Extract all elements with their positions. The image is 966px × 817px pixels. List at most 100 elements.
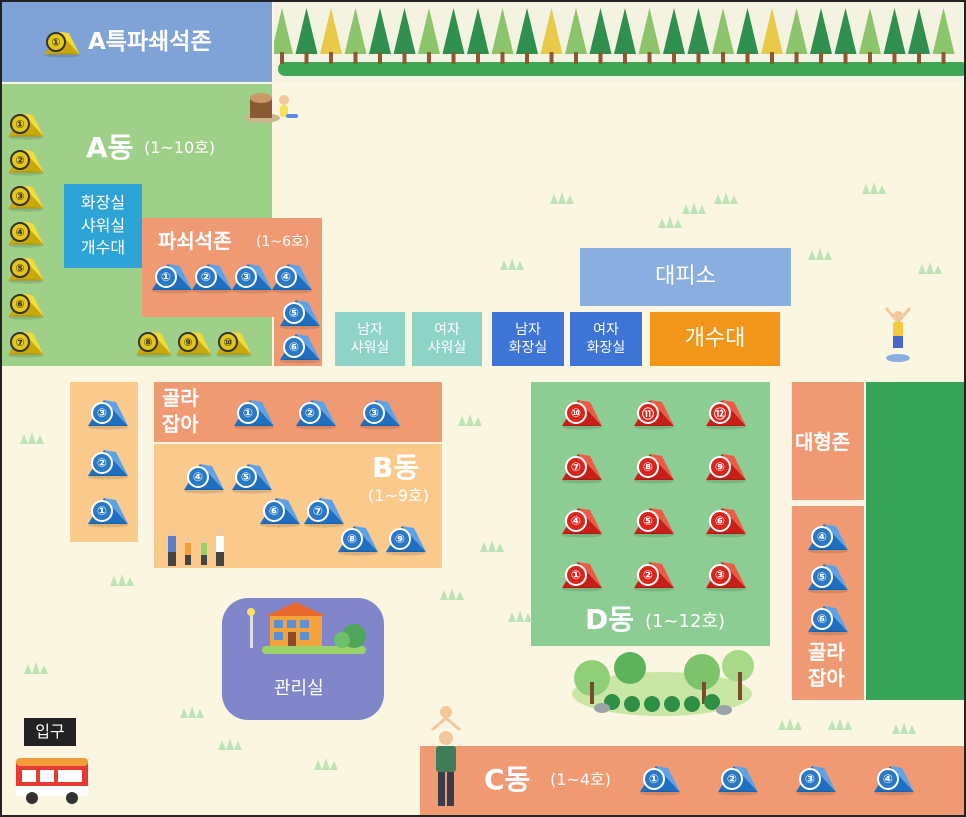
tree-icon	[274, 8, 293, 64]
tent-site[interactable]: ⑦	[302, 494, 346, 528]
tent-site[interactable]: ③	[230, 260, 274, 294]
tent-number: ③	[799, 768, 821, 790]
b-zone-range: (1~9호)	[368, 486, 429, 505]
tent-site[interactable]: ⑥	[806, 602, 850, 636]
tent-site[interactable]: ③	[6, 182, 46, 212]
tent-site[interactable]: ⑥	[278, 330, 322, 364]
female-toilet[interactable]: 여자 화장실	[570, 312, 642, 366]
tent-number: ①	[10, 114, 30, 134]
tent-number: ③	[363, 402, 385, 424]
tent-site[interactable]: ⑩	[560, 396, 604, 430]
tree-icon	[369, 8, 391, 64]
office-label: 관리실	[274, 678, 324, 699]
tent-site[interactable]: ④	[270, 260, 314, 294]
tent-site[interactable]: ①	[42, 28, 82, 58]
office[interactable]: 관리실	[222, 598, 384, 720]
tent-site[interactable]: ①	[232, 396, 276, 430]
tent-site[interactable]: ②	[86, 446, 130, 480]
tent-site[interactable]: ①	[86, 494, 130, 528]
bus-icon	[16, 758, 88, 804]
grass-icon	[314, 758, 338, 770]
tent-site[interactable]: ②	[716, 762, 760, 796]
tent-site[interactable]: ⑤	[230, 460, 274, 494]
tent-number: ②	[299, 402, 321, 424]
tree-icon	[295, 8, 318, 64]
tent-site[interactable]: ①	[560, 558, 604, 592]
grass-icon	[218, 738, 242, 750]
female-toilet-line1: 여자	[593, 321, 619, 338]
tree-icon	[859, 8, 881, 64]
tent-site[interactable]: ⑤	[278, 296, 322, 330]
tent-number: ①	[237, 402, 259, 424]
tent-site[interactable]: ③	[86, 396, 130, 430]
tent-site[interactable]: ⑨	[704, 450, 748, 484]
tent-site[interactable]: ②	[632, 558, 676, 592]
male-shower[interactable]: 남자 샤워실	[335, 312, 405, 366]
male-shower-line2: 샤워실	[350, 340, 390, 356]
tent-site[interactable]: ⑫	[704, 396, 748, 430]
tent-site[interactable]: ⑦	[6, 328, 46, 358]
tent-site[interactable]: ⑤	[806, 560, 850, 594]
tent-site[interactable]: ③	[704, 558, 748, 592]
tent-number: ⑩	[565, 402, 587, 424]
male-toilet[interactable]: 남자 화장실	[492, 312, 564, 366]
tree-icon	[418, 8, 440, 64]
tent-site[interactable]: ④	[806, 520, 850, 554]
tent-site[interactable]: ④	[182, 460, 226, 494]
golla-b-title-2: 잡아	[162, 412, 199, 436]
tent-site[interactable]: ④	[560, 504, 604, 538]
tent-site[interactable]: ⑧	[134, 328, 174, 358]
grass-icon	[480, 540, 504, 552]
tent-site[interactable]: ⑤	[6, 254, 46, 284]
entrance-label-box[interactable]: 입구	[24, 718, 76, 746]
tent-number: ④	[187, 466, 209, 488]
male-toilet-line2: 화장실	[508, 340, 548, 356]
tent-site[interactable]: ①	[638, 762, 682, 796]
forest-ground	[278, 62, 964, 76]
tent-number: ⑥	[811, 608, 833, 630]
grass-icon	[682, 202, 706, 214]
tent-number: ⑦	[565, 456, 587, 478]
grass-icon	[440, 588, 464, 600]
tent-site[interactable]: ⑨	[174, 328, 214, 358]
tent-site[interactable]: ②	[6, 146, 46, 176]
sink[interactable]: 개수대	[650, 312, 780, 366]
tent-number: ②	[195, 266, 217, 288]
tent-site[interactable]: ⑩	[214, 328, 254, 358]
large-zone[interactable]: 대형존	[792, 382, 864, 500]
tent-site[interactable]: ⑪	[632, 396, 676, 430]
a-special-title: A특파쇄석존	[88, 29, 212, 55]
tent-site[interactable]: ②	[294, 396, 338, 430]
tent-site[interactable]: ⑧	[632, 450, 676, 484]
house-icon	[247, 602, 366, 654]
tent-site[interactable]: ①	[150, 260, 194, 294]
tent-site[interactable]: ①	[6, 110, 46, 140]
a-toilet-shower-sink[interactable]: 화장실 샤워실 개수대	[64, 184, 142, 268]
tent-number: ⑥	[709, 510, 731, 532]
tent-site[interactable]: ③	[794, 762, 838, 796]
tent-site[interactable]: ⑥	[258, 494, 302, 528]
tent-site[interactable]: ⑥	[704, 504, 748, 538]
b-zone-title: B동	[372, 451, 420, 484]
tent-site[interactable]: ⑥	[6, 290, 46, 320]
c-zone[interactable]: C동 (1~4호)	[420, 746, 964, 815]
tent-site[interactable]: ⑧	[336, 522, 380, 556]
tent-site[interactable]: ⑨	[384, 522, 428, 556]
tree-icon	[712, 8, 734, 64]
tent-number: ④	[10, 222, 30, 242]
golla-b-zone[interactable]: 골라 잡아	[154, 382, 442, 442]
tent-site[interactable]: ⑦	[560, 450, 604, 484]
female-toilet-line2: 화장실	[586, 340, 626, 356]
shelter-label: 대피소	[655, 263, 716, 289]
grass-icon	[862, 182, 886, 194]
shelter[interactable]: 대피소	[580, 248, 791, 306]
tent-number: ⑩	[218, 332, 238, 352]
female-shower[interactable]: 여자 샤워실	[412, 312, 482, 366]
grass-icon	[714, 192, 738, 204]
tent-number: ⑥	[10, 294, 30, 314]
tent-site[interactable]: ⑤	[632, 504, 676, 538]
tent-site[interactable]: ③	[358, 396, 402, 430]
tent-site[interactable]: ④	[872, 762, 916, 796]
tent-site[interactable]: ④	[6, 218, 46, 248]
tent-site[interactable]: ②	[190, 260, 234, 294]
